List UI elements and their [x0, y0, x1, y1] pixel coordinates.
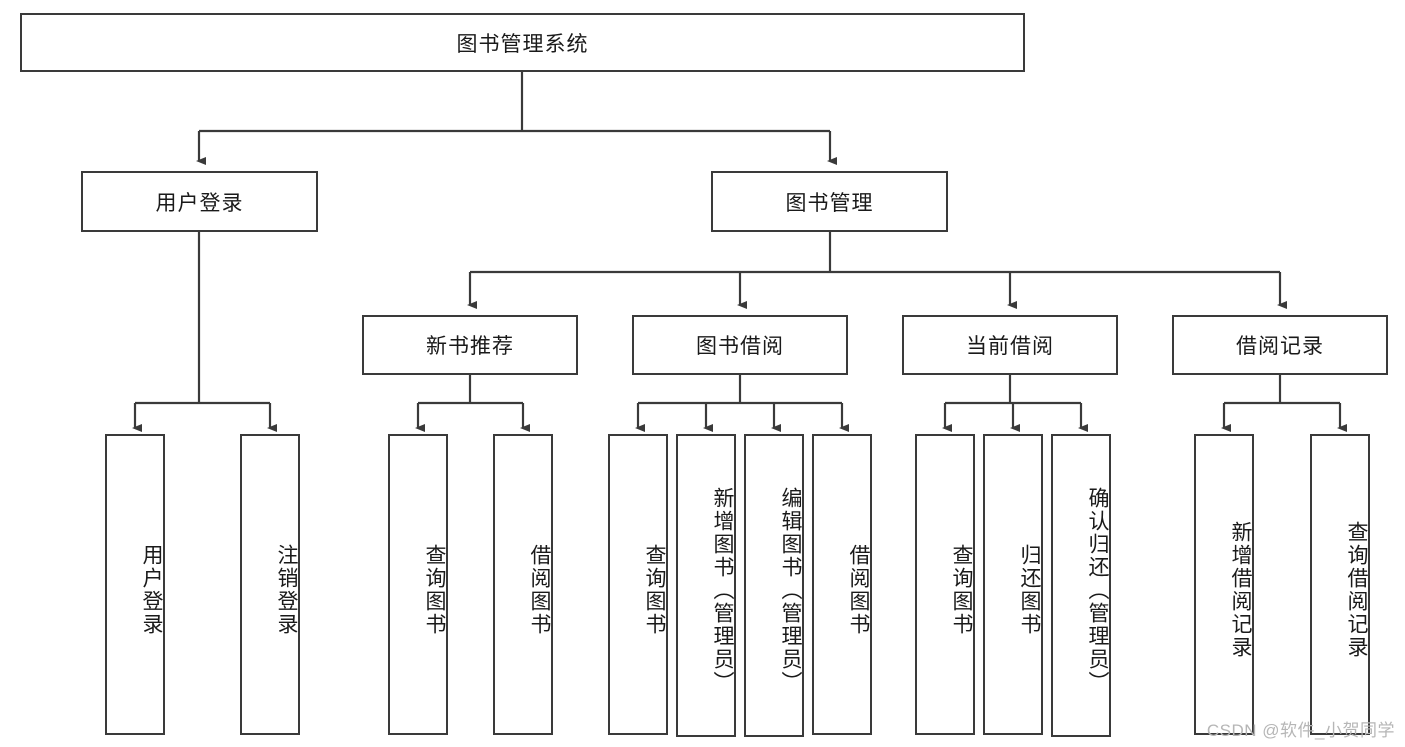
- node-borrow-record[interactable]: 借阅记录: [1172, 315, 1388, 375]
- leaf-add-borrow-record[interactable]: 新增借阅记录: [1194, 434, 1254, 735]
- node-current-borrow[interactable]: 当前借阅: [902, 315, 1118, 375]
- node-book-borrow[interactable]: 图书借阅: [632, 315, 848, 375]
- leaf-query-book-borrow[interactable]: 查询图书: [608, 434, 668, 735]
- leaf-return-book[interactable]: 归还图书: [983, 434, 1043, 735]
- node-user-login[interactable]: 用户登录: [81, 171, 318, 232]
- leaf-borrow-book-recommend[interactable]: 借阅图书: [493, 434, 553, 735]
- node-new-book-recommend[interactable]: 新书推荐: [362, 315, 578, 375]
- leaf-query-borrow-record[interactable]: 查询借阅记录: [1310, 434, 1370, 735]
- leaf-query-book-recommend[interactable]: 查询图书: [388, 434, 448, 735]
- leaf-borrow-book-borrow[interactable]: 借阅图书: [812, 434, 872, 735]
- leaf-confirm-return-admin[interactable]: 确认归还（管理员）: [1051, 434, 1111, 737]
- leaf-edit-book-admin[interactable]: 编辑图书（管理员）: [744, 434, 804, 737]
- leaf-query-book-current[interactable]: 查询图书: [915, 434, 975, 735]
- node-book-management-system[interactable]: 图书管理系统: [20, 13, 1025, 72]
- watermark-text: CSDN @软件_小贺同学: [1206, 721, 1395, 740]
- leaf-logout-login[interactable]: 注销登录: [240, 434, 300, 735]
- leaf-add-book-admin[interactable]: 新增图书（管理员）: [676, 434, 736, 737]
- node-book-management[interactable]: 图书管理: [711, 171, 948, 232]
- leaf-user-login[interactable]: 用户登录: [105, 434, 165, 735]
